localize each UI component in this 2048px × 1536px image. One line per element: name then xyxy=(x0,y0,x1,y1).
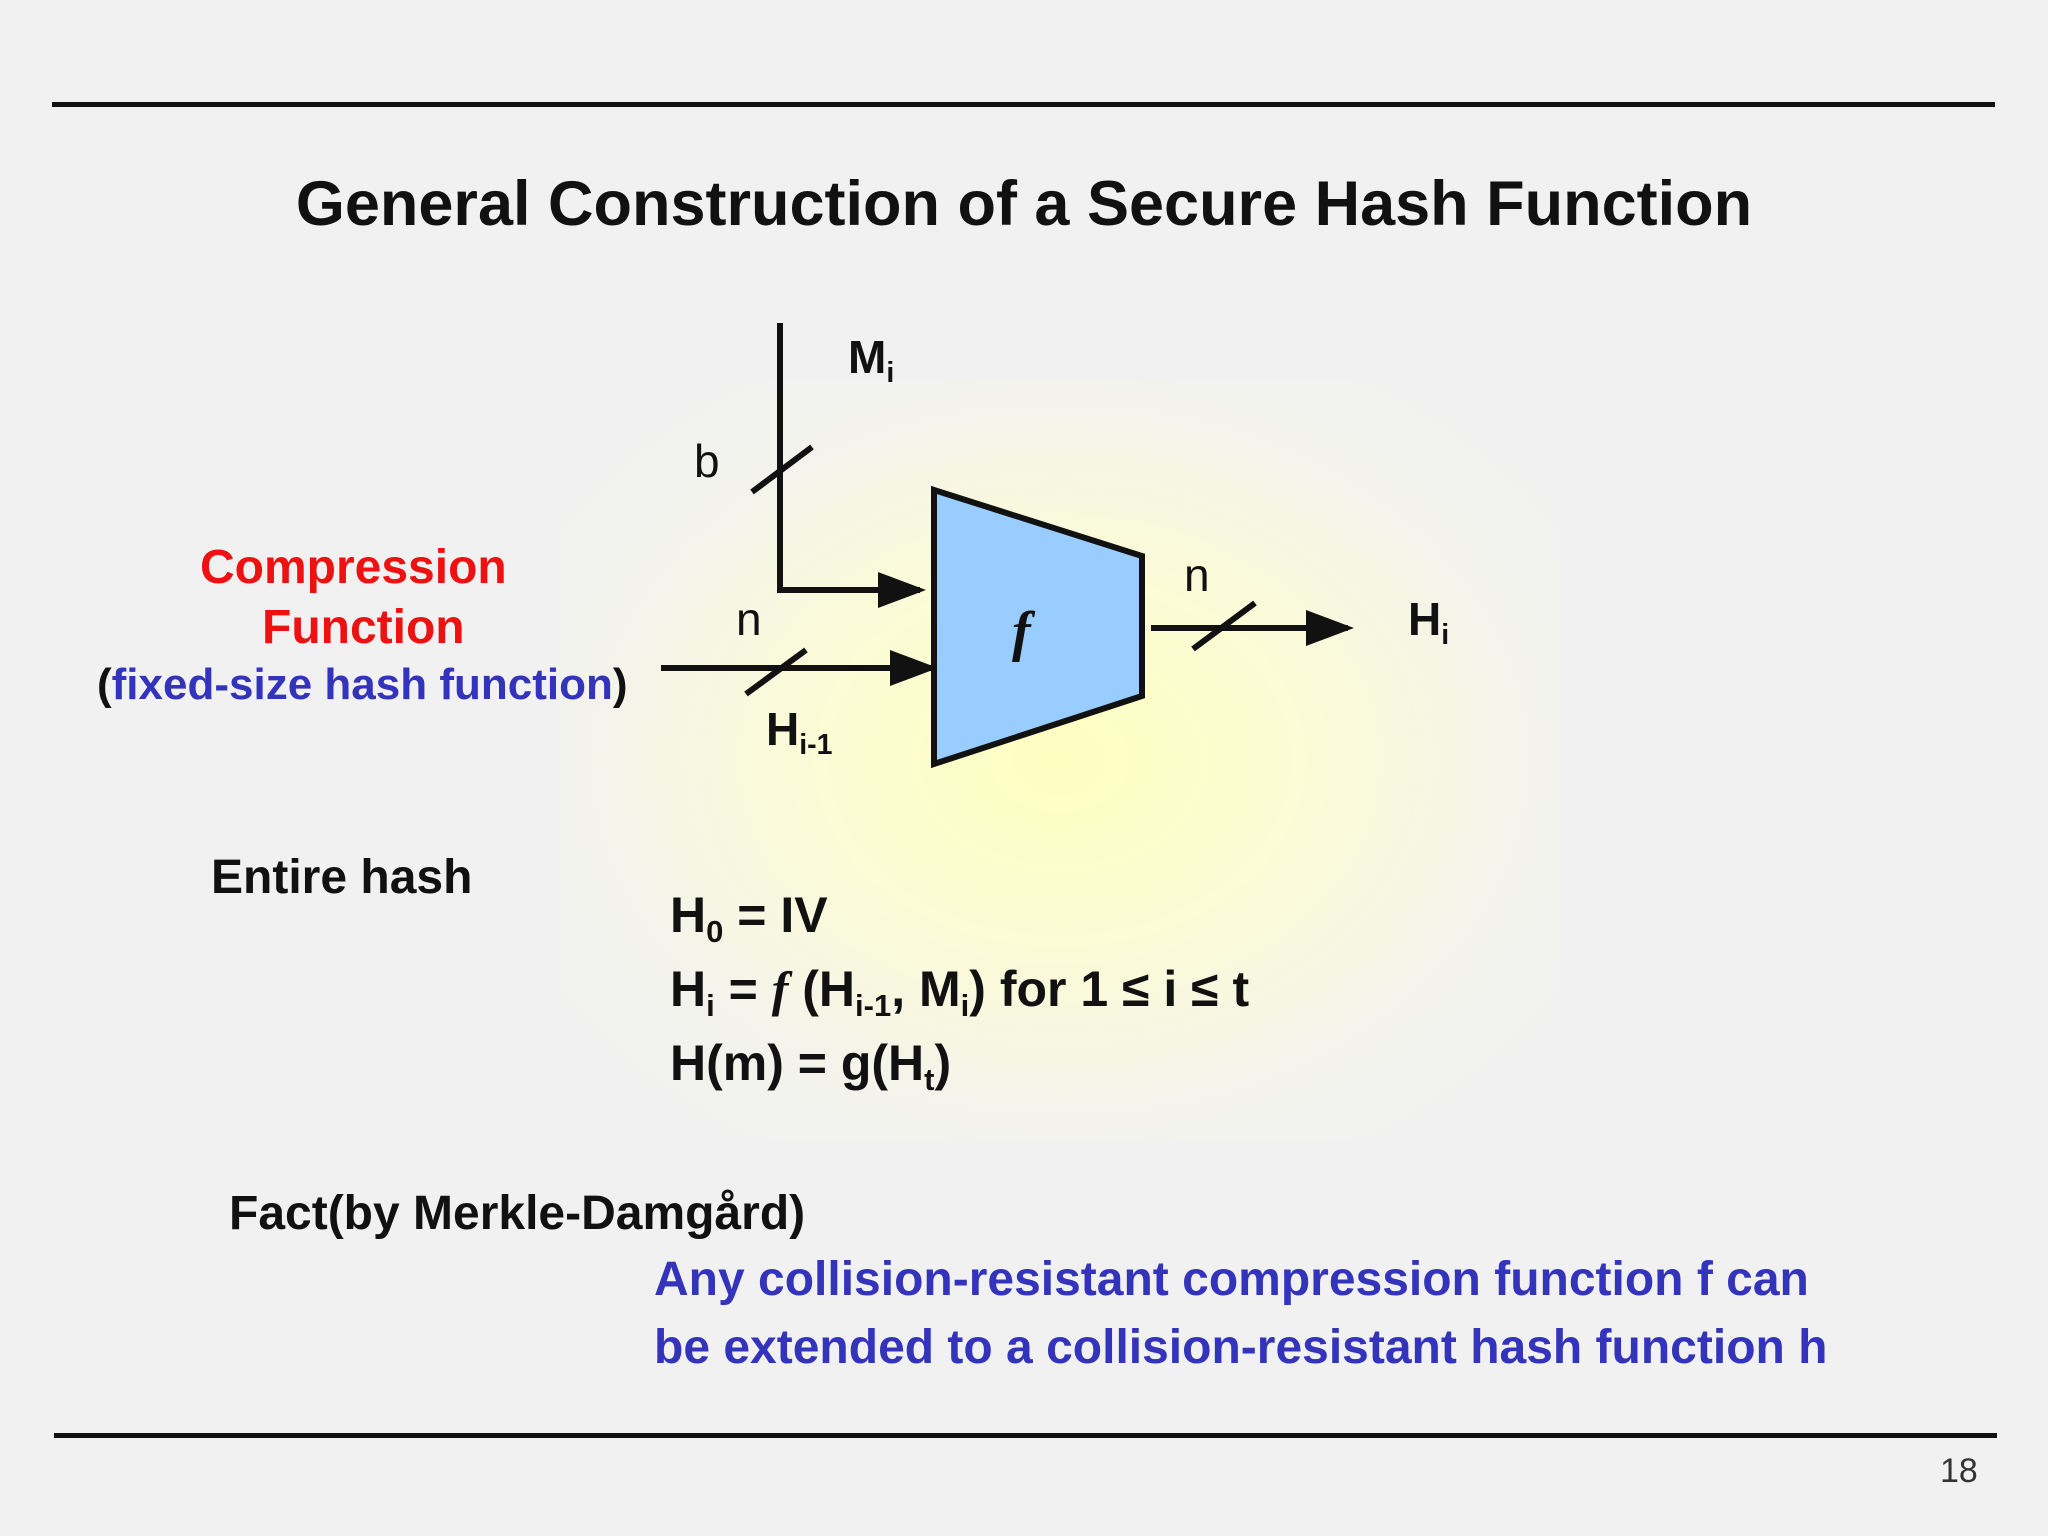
equation-iteration: Hi = f (Hi-1, Mi) for 1 ≤ i ≤ t xyxy=(670,961,1250,1023)
page-number: 18 xyxy=(1940,1452,1978,1490)
background-glow xyxy=(560,380,1560,1140)
compression-label-line2: Function xyxy=(262,601,465,654)
chain-width-label: n xyxy=(736,593,762,645)
function-symbol: f xyxy=(1012,601,1031,663)
fact-heading: Fact(by Merkle-Damgård) xyxy=(229,1187,806,1240)
compression-label-line1: Compression xyxy=(200,541,507,594)
output-width-slash xyxy=(1191,600,1257,652)
message-width-slash xyxy=(750,444,814,495)
top-rule xyxy=(52,102,1995,107)
equation-initial-value: H0 = IV xyxy=(670,887,828,949)
fact-line-2: be extended to a collision-resistant has… xyxy=(654,1321,1828,1374)
slide-title: General Construction of a Secure Hash Fu… xyxy=(295,169,1753,239)
equation-final-hash: H(m) = g(Ht) xyxy=(670,1035,952,1097)
fact-line-1: Any collision-resistant compression func… xyxy=(654,1253,1809,1306)
message-block-label: Mi xyxy=(848,331,895,390)
chain-width-slash xyxy=(744,647,808,697)
output-width-label: n xyxy=(1184,549,1210,601)
compression-description: (fixed-size hash function) xyxy=(97,660,628,709)
entire-hash-label: Entire hash xyxy=(211,851,473,904)
output-hash-label: Hi xyxy=(1408,593,1450,652)
chain-input-label: Hi-1 xyxy=(766,703,833,762)
bottom-rule xyxy=(54,1433,1997,1438)
compression-function-block xyxy=(931,485,1145,769)
message-width-label: b xyxy=(694,435,720,487)
